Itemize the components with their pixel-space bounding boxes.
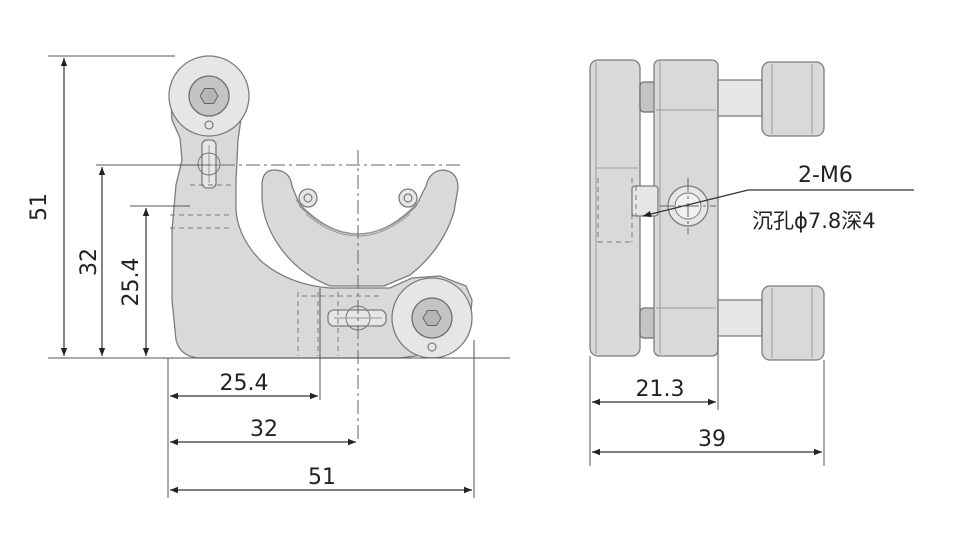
side-view: 2-M6 沉孔ϕ7.8深4 21.3 39	[589, 59, 914, 466]
dim-width-32: 32	[250, 417, 278, 442]
front-view: 51 32 25.4 25.4 32 51	[27, 55, 510, 498]
clamp-screw-left	[298, 188, 318, 208]
clamp-screw-right	[398, 188, 418, 208]
dim-height-25-4: 25.4	[119, 258, 144, 307]
callout-thread: 2-M6	[798, 163, 853, 188]
optic-clamp-ring	[261, 169, 459, 287]
dim-width-51: 51	[308, 465, 336, 490]
bottom-adjuster-knob	[761, 285, 825, 361]
bottom-adjuster-shaft	[717, 299, 763, 337]
top-adjuster-knob	[761, 61, 825, 137]
dim-height-51: 51	[27, 193, 52, 221]
mount-body	[169, 87, 473, 359]
dim-width-25-4: 25.4	[220, 371, 269, 396]
top-knob-hex-socket	[199, 88, 219, 104]
dim-depth-21-3: 21.3	[636, 377, 685, 402]
top-lock-screw-head	[197, 152, 221, 176]
top-knob-pin	[204, 120, 214, 130]
dim-height-32: 32	[77, 248, 102, 276]
top-adjuster-shaft	[717, 79, 763, 117]
bottom-knob-hex-socket	[422, 310, 442, 326]
dim-depth-39: 39	[698, 427, 726, 452]
callout-counterbore: 沉孔ϕ7.8深4	[752, 209, 876, 233]
